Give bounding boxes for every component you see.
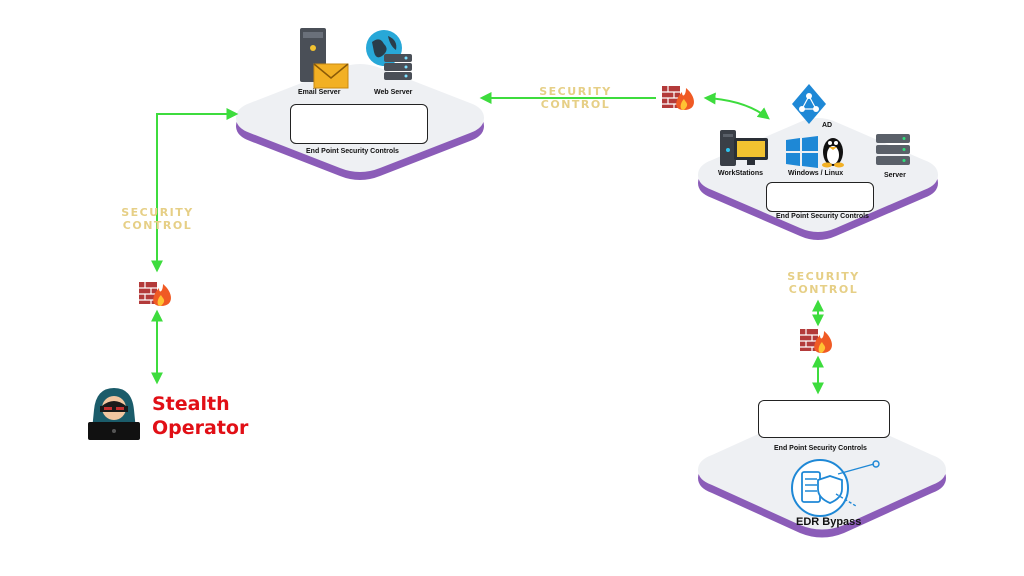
email-server-label: Email Server — [298, 89, 341, 96]
workstation-icon — [720, 130, 768, 166]
bottom-controls-title: End Point Security Controls — [774, 445, 867, 452]
edr-bypass-label: EDR Bypass — [796, 516, 862, 528]
security-control-label-top: SECURITY CONTROL — [528, 85, 623, 111]
server-label: Server — [884, 172, 906, 179]
stealth-operator-label: Stealth Operator — [152, 392, 248, 440]
linux-icon — [822, 138, 844, 168]
security-control-label-left: SECURITY CONTROL — [110, 206, 205, 232]
operator-line2: Operator — [152, 417, 249, 439]
web-server-icon — [366, 30, 412, 80]
security-control-line1: SECURITY — [121, 206, 194, 219]
server-icon — [876, 134, 910, 165]
bottom-controls-box — [758, 400, 890, 438]
firewall-icon — [662, 86, 694, 110]
top-controls-box — [290, 104, 428, 144]
security-control-label-right: SECURITY CONTROL — [776, 270, 871, 296]
hacker-icon — [88, 388, 140, 440]
operator-line1: Stealth — [152, 393, 230, 415]
ad-label: AD — [822, 122, 833, 129]
email-server-icon — [300, 28, 349, 89]
security-control-line2: CONTROL — [540, 98, 611, 111]
web-server-label: Web Server — [374, 89, 413, 96]
workstations-label: WorkStations — [718, 170, 763, 177]
windows-linux-label: Windows / Linux — [788, 170, 844, 177]
connector-operator-to-top — [151, 108, 239, 273]
firewall-icon — [800, 329, 832, 353]
security-control-line1: SECURITY — [787, 270, 860, 283]
firewall-icon — [139, 282, 171, 306]
top-controls-title: End Point Security Controls — [306, 148, 399, 155]
connector-firewall-to-right — [703, 92, 770, 120]
right-controls-title: End Point Security Controls — [776, 213, 869, 220]
edr-bypass-icon — [791, 459, 880, 517]
windows-icon — [786, 136, 818, 168]
right-controls-box — [766, 182, 874, 212]
ad-icon — [792, 84, 826, 124]
security-control-line2: CONTROL — [122, 219, 193, 232]
security-control-line1: SECURITY — [539, 85, 612, 98]
security-control-line2: CONTROL — [788, 283, 859, 296]
